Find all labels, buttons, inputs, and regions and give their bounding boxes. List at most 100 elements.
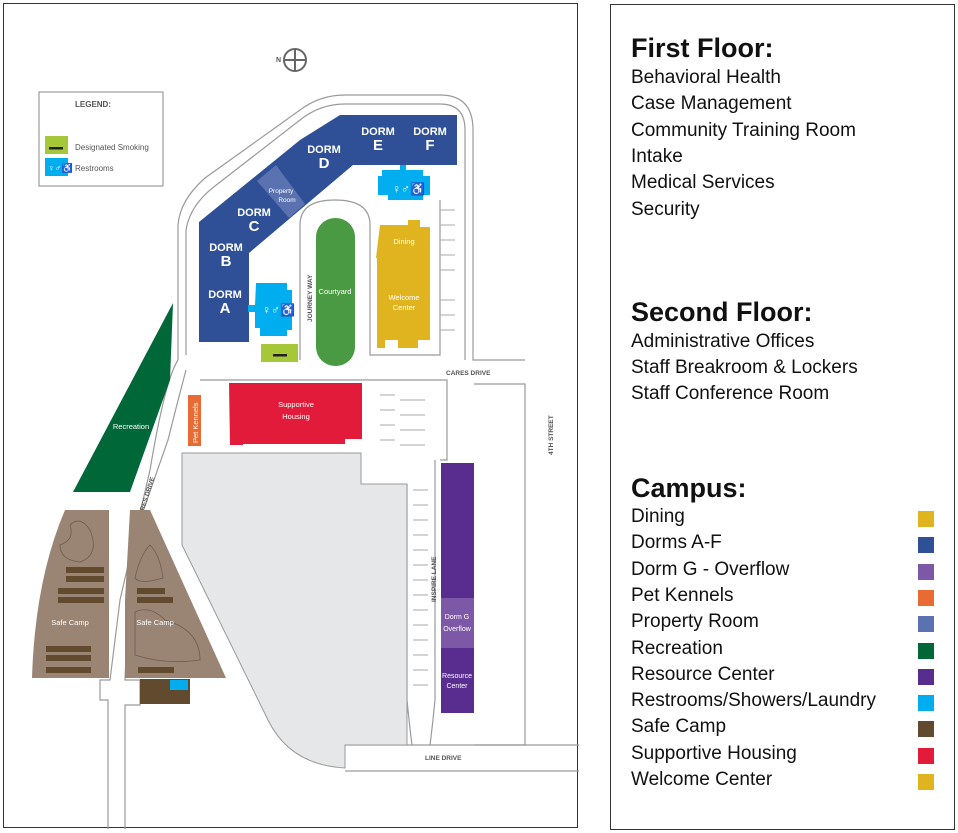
pet-kennels-label: Pet Kennels [191, 402, 200, 443]
pet-kennels[interactable] [188, 395, 201, 446]
building-key: First Floor: Behavioral Health Case Mana… [610, 4, 955, 830]
campus-item-label: Safe Camp [631, 716, 727, 738]
parking-stripes [380, 209, 455, 686]
journey-way-label: JOURNEY WAY [307, 274, 314, 322]
recreation-area[interactable] [73, 303, 173, 492]
legend-item-smoking: Designated Smoking [75, 143, 149, 152]
compass-label: N [276, 57, 281, 64]
restroom-building-a[interactable]: ♀♂♿ [248, 283, 295, 336]
campus-color-swatch [918, 695, 934, 712]
dorm-d-label: DORM [307, 144, 341, 156]
dorm-c-letter: C [249, 218, 260, 235]
dorm-b-letter: B [221, 253, 232, 270]
legend-item-restrooms: Restrooms [75, 164, 114, 173]
campus-item-label: Dining [631, 506, 685, 527]
inspire-lane-label: INSPIRE LANE [431, 556, 438, 602]
dorm-b-label: DORM [209, 242, 243, 254]
property-room-label-2: Room [278, 197, 295, 204]
map-legend: LEGEND: Designated Smoking ♀♂♿ Restrooms [38, 91, 164, 187]
first-floor-item: Behavioral Health [631, 67, 781, 88]
campus-item-label: Recreation [631, 637, 723, 659]
restroom-building-top[interactable]: ♀♂♿ [378, 165, 430, 200]
resource-center-label-2: Center [446, 683, 468, 690]
first-floor-item: Security [631, 199, 700, 220]
smoking-icon [45, 136, 68, 154]
campus-color-swatch [918, 774, 934, 790]
restroom-icon: ♀♂♿ [392, 182, 425, 196]
first-floor-item: Community Training Room [631, 120, 856, 141]
property-room-label: Property [269, 188, 294, 195]
campus-item-label: Restrooms/Showers/Laundry [631, 690, 876, 712]
second-floor-item: Administrative Offices [631, 331, 815, 352]
safe-camp-west-label: Safe Camp [51, 618, 89, 627]
campus-item-label: Resource Center [631, 663, 775, 685]
campus-color-swatch [918, 747, 934, 764]
campus-item-label: Supportive Housing [631, 742, 797, 764]
property-room[interactable] [257, 165, 305, 218]
safe-camp-east[interactable] [125, 510, 226, 678]
dorm-a-label: DORM [208, 289, 242, 301]
second-floor-title: Second Floor: [631, 297, 813, 327]
first-floor-item: Intake [631, 146, 683, 167]
dorm-g-overflow[interactable] [441, 598, 474, 648]
campus-item-label: Dorms A-F [631, 532, 722, 554]
campus-map: N LEGEND: Designated Smoking ♀♂♿ Restroo… [3, 3, 579, 829]
svg-text:♀♂♿: ♀♂♿ [48, 162, 73, 173]
campus-color-swatch [918, 537, 934, 554]
campus-item-label: Pet Kennels [631, 584, 734, 606]
first-floor-item: Medical Services [631, 172, 775, 193]
first-floor-item: Case Management [631, 93, 792, 114]
dorm-a-letter: A [220, 300, 231, 317]
resource-center[interactable] [441, 463, 474, 713]
campus-color-swatch [918, 511, 934, 527]
dorm-e-label: DORM [361, 126, 395, 138]
campus-color-swatch [918, 563, 934, 580]
dorm-e-letter: E [373, 137, 383, 154]
map-canvas: N LEGEND: Designated Smoking ♀♂♿ Restroo… [32, 48, 579, 829]
legend-title: LEGEND: [75, 100, 111, 109]
first-floor-title: First Floor: [631, 33, 774, 63]
welcome-center-label-2: Center [393, 303, 416, 312]
dining-welcome-center[interactable] [376, 220, 430, 348]
courtyard[interactable] [316, 218, 355, 366]
designated-smoking-area[interactable] [261, 344, 298, 362]
cares-drive-top-label: CARES DRIVE [446, 370, 491, 377]
dorm-f-letter: F [425, 137, 434, 154]
supportive-housing-label-2: Housing [282, 412, 310, 421]
campus-color-swatch [918, 616, 934, 633]
campus-color-swatch [918, 721, 934, 738]
campus-title: Campus: [631, 473, 747, 503]
supportive-housing[interactable] [229, 383, 362, 445]
dorm-g-label: Dorm G [445, 614, 470, 621]
north-compass-icon: N [276, 48, 307, 72]
line-drive-label: LINE DRIVE [425, 755, 462, 762]
campus-color-swatch [918, 642, 934, 659]
resource-center-label: Resource [442, 673, 472, 680]
dorm-c-label: DORM [237, 207, 271, 219]
campus-color-swatch [918, 589, 934, 606]
dining-label: Dining [393, 237, 414, 246]
campus-item-label: Welcome Center [631, 769, 773, 790]
parking-lot [181, 452, 408, 769]
second-floor-item: Staff Conference Room [631, 383, 830, 404]
smoking-icon [273, 354, 287, 357]
safe-camp-east-label: Safe Camp [136, 618, 174, 627]
roads [99, 94, 579, 829]
second-floor-item: Staff Breakroom & Lockers [631, 357, 858, 378]
restroom-icon [45, 158, 68, 176]
dorms-a-f[interactable] [199, 115, 457, 342]
recreation-label: Recreation [113, 422, 149, 431]
dorm-d-letter: D [319, 155, 330, 172]
dorm-g-label-2: Overflow [443, 626, 472, 633]
supportive-housing-label: Supportive [278, 400, 314, 409]
tent-sites [46, 567, 174, 673]
campus-item-label: Property Room [631, 611, 759, 633]
campus-item-label: Dorm G - Overflow [631, 558, 790, 580]
campus-color-swatch [918, 668, 934, 685]
dorm-f-label: DORM [413, 126, 447, 138]
courtyard-label: Courtyard [319, 287, 352, 296]
welcome-center-label: Welcome [388, 293, 419, 302]
restroom-icon: ♀♂♿ [262, 303, 295, 317]
restroom-icon [170, 680, 188, 690]
fourth-street-label: 4TH STREET [548, 415, 555, 455]
